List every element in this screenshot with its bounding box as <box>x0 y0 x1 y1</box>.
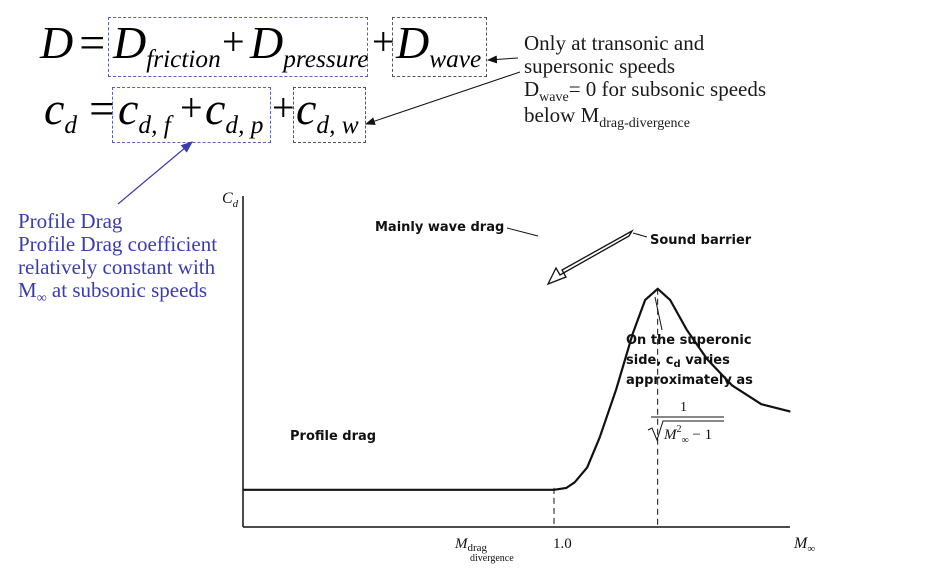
wave-drag-note: Only at transonic and supersonic speeds … <box>524 31 767 132</box>
d-friction-term: Dfriction <box>113 17 221 73</box>
sound-barrier-arrow <box>546 229 634 286</box>
cdw-term: cd, w <box>296 83 359 139</box>
drag-curve <box>243 287 791 491</box>
supersonic-note-line3: approximately as <box>626 373 753 388</box>
drag-curve-series <box>243 287 791 491</box>
plus-sign-4: + <box>272 85 295 130</box>
plus-sign-1: + <box>222 19 245 64</box>
plus-sign-3: + <box>180 85 203 130</box>
supersonic-note-line1: On the superonic <box>626 333 752 348</box>
wave-note-arrow-bottom <box>365 71 521 125</box>
wave-drag-leader <box>506 227 539 237</box>
wave-drag-box-bottom <box>293 87 366 143</box>
x-axis-label: M∞ <box>793 535 815 555</box>
cdf-term: cd, f <box>118 83 171 139</box>
cd-equation: cd= <box>44 83 116 139</box>
profile-drag-label: Profile drag <box>290 429 376 444</box>
fraction-denominator: M2∞ − 1 <box>663 424 712 446</box>
sound-barrier-leader <box>632 232 648 238</box>
plus-sign-2: + <box>372 19 395 64</box>
sqrt-radical <box>647 420 724 442</box>
drag-equation: D= <box>40 20 105 66</box>
sound-barrier-label: Sound barrier <box>650 233 752 248</box>
cdp-term: cd, p <box>205 83 264 139</box>
profile-drag-note: Profile Drag Profile Drag coefficient re… <box>18 209 218 307</box>
tick-divergence-word: divergence <box>470 553 514 564</box>
supersonic-leader <box>654 296 663 331</box>
profile-drag-box-top <box>108 17 368 77</box>
d-wave-term: Dwave <box>396 17 482 73</box>
wave-note-arrow-top <box>487 55 519 64</box>
drag-lhs: D <box>40 17 74 68</box>
y-axis-label: Cd <box>222 190 239 210</box>
wave-drag-label: Mainly wave drag <box>375 220 504 235</box>
equals-sign: = <box>79 17 106 68</box>
fraction-numerator: 1 <box>680 400 687 415</box>
reference-lines <box>553 288 659 527</box>
profile-note-arrow <box>117 141 193 205</box>
tick-mach-one: 1.0 <box>553 536 572 552</box>
supersonic-note-line2: side, cd varies <box>626 353 730 370</box>
wave-drag-box-top <box>392 17 487 77</box>
d-pressure-term: Dpressure <box>250 17 369 73</box>
tick-drag-divergence: Mdrag <box>454 536 488 554</box>
